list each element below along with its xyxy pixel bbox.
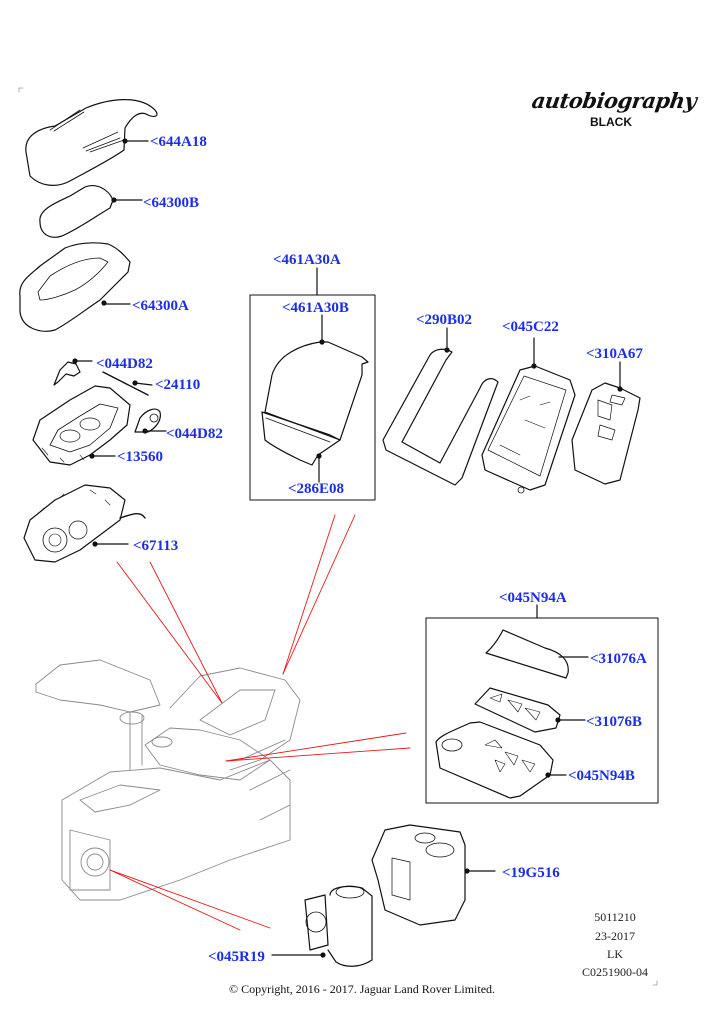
part-310A67-trim-panel	[571, 382, 641, 485]
part-label-67113[interactable]: <67113	[133, 538, 179, 554]
crop-mark-bottom-right	[652, 980, 658, 986]
callout-line-6	[225, 747, 411, 762]
main-console-assembly	[35, 659, 301, 901]
leader-dot-044D82-top	[72, 358, 78, 364]
leader-dot-24110	[132, 380, 138, 386]
part-label-13560[interactable]: <13560	[117, 449, 164, 465]
leader-dot-13560	[89, 453, 95, 459]
part-67113-lower-housing	[23, 484, 146, 563]
leader-dot-64300B	[111, 197, 117, 203]
part-label-64300B[interactable]: <64300B	[143, 195, 200, 211]
group-box-045N94A	[425, 617, 659, 804]
part-461A30B-lid	[261, 341, 369, 466]
part-label-644A18[interactable]: <644A18	[150, 134, 207, 150]
leader-dot-045N94B	[545, 772, 551, 778]
part-64300B-pad	[39, 185, 114, 238]
reference-code: 5011210	[594, 910, 636, 924]
part-044D82-bracket-top	[53, 361, 81, 386]
part-label-045N94B[interactable]: <045N94B	[568, 768, 635, 784]
copyright-notice: © Copyright, 2016 - 2017. Jaguar Land Ro…	[228, 982, 496, 996]
part-64300A-trim	[19, 242, 131, 332]
group-box-461A30A	[249, 294, 376, 501]
callout-line-1	[116, 561, 223, 704]
part-31076A-mat	[485, 629, 569, 679]
leader-dot-286E08	[316, 453, 322, 459]
leader-dot-64300A	[101, 300, 107, 306]
leader-dot-461A30B	[319, 339, 325, 345]
leader-24110	[134, 382, 153, 386]
illustration-id: C0251900-04	[582, 965, 648, 979]
part-label-044D82-side[interactable]: <044D82	[166, 426, 223, 442]
part-label-290B02[interactable]: <290B02	[416, 312, 473, 328]
crop-mark-top-left	[18, 87, 24, 93]
part-045R19-fan	[304, 885, 373, 967]
part-label-64300A[interactable]: <64300A	[132, 298, 189, 314]
part-label-461A30B[interactable]: <461A30B	[282, 300, 349, 316]
callout-line-7	[109, 869, 271, 929]
part-045C22-control-module	[481, 365, 576, 494]
callout-lines	[109, 514, 411, 931]
leader-dot-67113	[92, 541, 98, 547]
part-19G516-cooler-unit	[371, 824, 466, 926]
part-label-31076A[interactable]: <31076A	[590, 651, 647, 667]
leader-dot-310A67	[617, 386, 623, 392]
part-24110-rod	[102, 371, 149, 396]
part-label-045C22[interactable]: <045C22	[502, 319, 559, 335]
leader-dot-044D82-side	[142, 428, 148, 434]
part-13560-console-tray	[32, 385, 131, 466]
leader-dot-19G516	[464, 868, 470, 874]
part-label-31076B[interactable]: <31076B	[586, 714, 643, 730]
part-label-24110[interactable]: <24110	[155, 377, 201, 393]
callout-line-2	[149, 561, 223, 704]
part-label-044D82-top[interactable]: <044D82	[96, 356, 153, 372]
callout-line-3	[282, 514, 336, 675]
part-label-310A67[interactable]: <310A67	[586, 346, 643, 362]
part-044D82-bracket-side	[134, 408, 161, 433]
part-290B02-frame	[382, 348, 499, 486]
leader-dot-290B02	[444, 347, 450, 353]
leader-dot-644A18	[122, 138, 128, 144]
leader-dot-045C22	[531, 363, 537, 369]
reference-date: 23-2017	[595, 929, 635, 943]
part-label-19G516[interactable]: <19G516	[502, 865, 560, 881]
part-label-286E08[interactable]: <286E08	[288, 481, 345, 497]
part-644A18-armrest-cover	[25, 99, 158, 186]
leader-dot-045R19	[320, 952, 326, 958]
part-31076B-mat	[474, 687, 561, 733]
part-label-461A30A[interactable]: <461A30A	[273, 252, 341, 268]
callout-line-8	[109, 869, 241, 931]
brand-variant: BLACK	[590, 115, 632, 129]
callout-line-5	[225, 732, 407, 762]
part-label-045N94A[interactable]: <045N94A	[499, 590, 567, 606]
reference-initials: LK	[607, 947, 623, 961]
callout-line-4	[282, 514, 356, 675]
leader-dot-31076B	[555, 717, 561, 723]
part-label-045R19[interactable]: <045R19	[208, 949, 265, 965]
part-045N94B-insert	[435, 721, 554, 799]
